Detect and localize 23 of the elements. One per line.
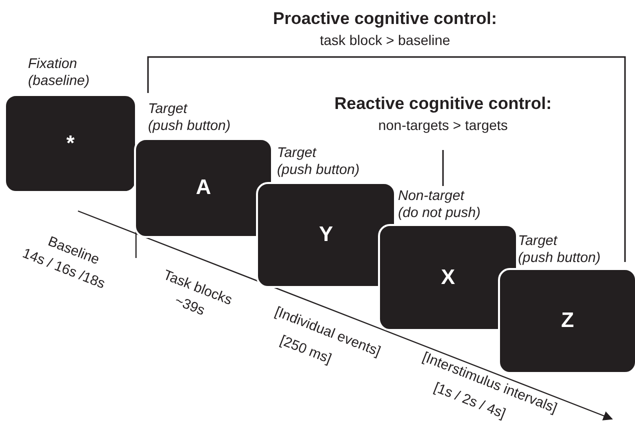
stimulus-letter: A [196,176,212,200]
heading: Reactive cognitive control: [334,94,552,114]
stimulus-card [134,138,273,238]
event-label: Target [518,232,558,249]
stimulus-letter: * [66,132,75,156]
event-label: (push button) [277,161,360,178]
heading: Proactive cognitive control: [273,9,497,29]
stimulus-letter: Y [318,223,333,247]
event-label: (push button) [148,117,230,134]
stimulus-card [4,94,137,193]
subheading: task block > baseline [320,32,450,48]
event-label: (do not push) [398,204,480,221]
stimulus-card [378,224,518,331]
stimulus-letter: X [440,266,455,290]
event-label: Target [148,100,188,117]
event-label: Fixation [28,55,78,72]
stimulus-card [256,182,396,288]
subheading: non-targets > targets [378,117,508,133]
event-label: (push button) [518,249,600,266]
event-label: (baseline) [28,72,90,89]
event-label: Non-target [398,187,464,204]
event-label: Target [277,144,316,161]
stimulus-letter: Z [561,309,574,333]
